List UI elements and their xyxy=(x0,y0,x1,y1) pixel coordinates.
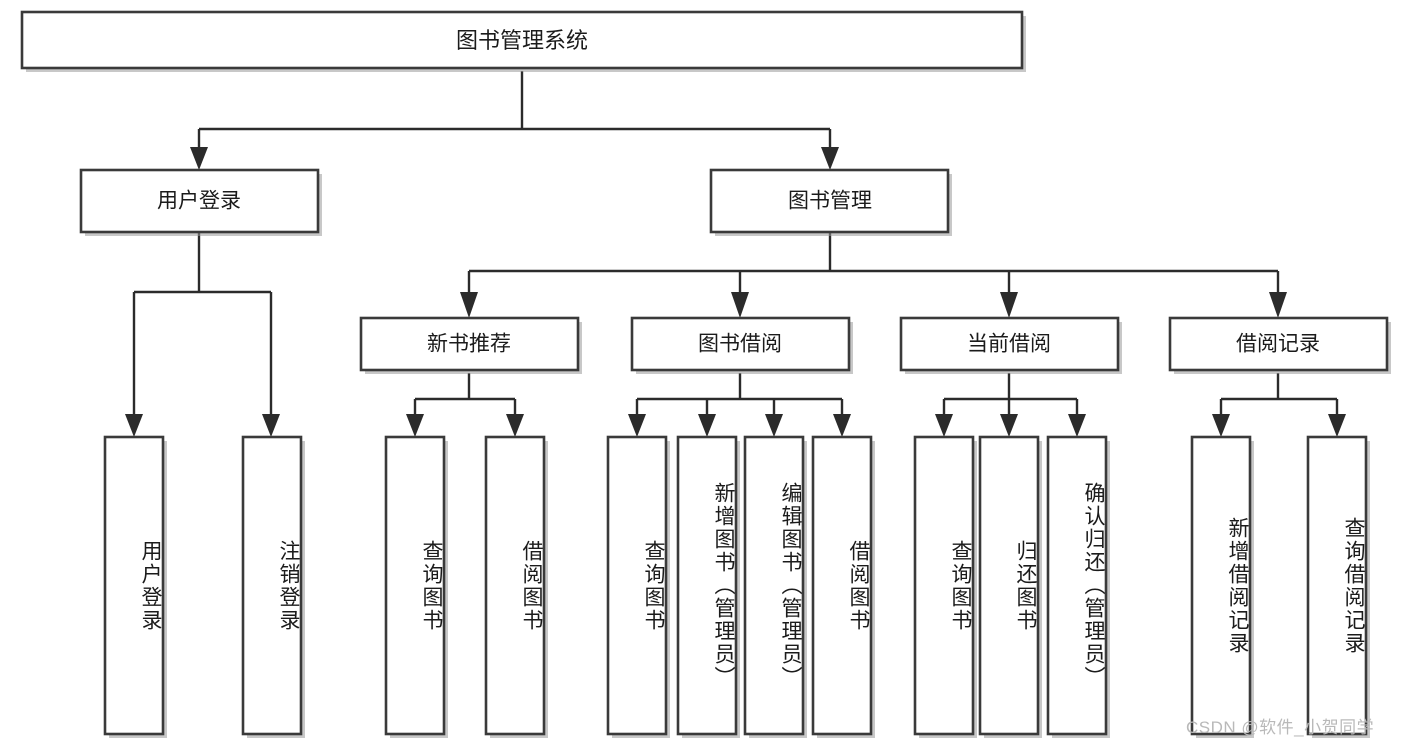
node-current-borrow-label: 当前借阅 xyxy=(967,333,1051,356)
node-leaf-confirm-return[interactable] xyxy=(1046,435,1110,738)
connectors-book-management-to-level2 xyxy=(460,233,1287,318)
node-new-book-recommend[interactable]: 新书推荐 xyxy=(359,316,582,374)
node-root-label: 图书管理系统 xyxy=(456,28,588,53)
node-leaf-query-book-2-box[interactable] xyxy=(606,435,668,736)
arrowhead-book-management xyxy=(821,147,839,170)
arrowhead-book-borrow xyxy=(731,292,749,318)
arrowhead-leaf-query-record xyxy=(1328,414,1346,437)
node-book-borrow-box[interactable] xyxy=(630,316,851,372)
node-leaf-confirm-return-box[interactable] xyxy=(1046,435,1108,736)
arrowhead-leaf-confirm-return xyxy=(1068,414,1086,437)
node-user-login-label: 用户登录 xyxy=(157,190,241,213)
arrowhead-leaf-edit-book xyxy=(765,414,783,437)
node-leaf-query-book-1[interactable] xyxy=(384,435,448,738)
node-new-book-recommend-label: 新书推荐 xyxy=(427,333,511,356)
node-leaf-query-record-box[interactable] xyxy=(1306,435,1368,736)
connectors-borrow-record-to-leaves xyxy=(1212,373,1346,437)
arrowhead-leaf-add-record xyxy=(1212,414,1230,437)
node-root-box[interactable] xyxy=(20,10,1024,70)
node-leaf-add-book[interactable] xyxy=(676,435,740,738)
node-borrow-record-box[interactable] xyxy=(1168,316,1389,372)
node-leaf-user-login-box[interactable] xyxy=(103,435,165,736)
node-leaf-query-book-3[interactable] xyxy=(913,435,977,738)
node-leaf-query-book-3-box[interactable] xyxy=(913,435,975,736)
arrowhead-leaf-logout-login xyxy=(262,414,280,437)
node-book-management-box[interactable] xyxy=(709,168,950,234)
node-borrow-record-label: 借阅记录 xyxy=(1236,333,1320,356)
node-book-borrow-label: 图书借阅 xyxy=(698,333,782,356)
arrowhead-current-borrow xyxy=(1000,292,1018,318)
node-book-management-label: 图书管理 xyxy=(788,190,872,213)
connectors-book-borrow-to-leaves xyxy=(628,373,851,437)
node-root[interactable]: 图书管理系统 xyxy=(20,10,1026,72)
connectors-new-book-recommend-to-leaves xyxy=(406,373,524,437)
node-book-management[interactable]: 图书管理 xyxy=(709,168,952,236)
node-leaf-edit-book-box[interactable] xyxy=(743,435,805,736)
node-leaf-query-book-1-box[interactable] xyxy=(384,435,446,736)
arrowhead-leaf-add-book xyxy=(698,414,716,437)
arrowhead-borrow-record xyxy=(1269,292,1287,318)
connectors-root-to-level1 xyxy=(190,71,839,170)
node-leaf-borrow-book-2[interactable] xyxy=(811,435,875,738)
arrowhead-leaf-query-book-3 xyxy=(935,414,953,437)
node-leaf-user-login[interactable] xyxy=(103,435,167,738)
node-leaf-logout-login-box[interactable] xyxy=(241,435,303,736)
node-current-borrow[interactable]: 当前借阅 xyxy=(899,316,1122,374)
arrowhead-leaf-user-login xyxy=(125,414,143,437)
node-leaf-borrow-book-1[interactable] xyxy=(484,435,548,738)
arrowhead-leaf-borrow-book-2 xyxy=(833,414,851,437)
node-borrow-record[interactable]: 借阅记录 xyxy=(1168,316,1391,374)
node-leaf-query-record[interactable] xyxy=(1306,435,1370,738)
arrowhead-leaf-borrow-book-1 xyxy=(506,414,524,437)
node-leaf-return-book[interactable] xyxy=(978,435,1042,738)
node-current-borrow-box[interactable] xyxy=(899,316,1120,372)
arrowhead-leaf-query-book-2 xyxy=(628,414,646,437)
node-user-login[interactable]: 用户登录 xyxy=(79,168,322,236)
node-new-book-recommend-box[interactable] xyxy=(359,316,580,372)
node-leaf-logout-login[interactable] xyxy=(241,435,305,738)
arrowhead-new-book-recommend xyxy=(460,292,478,318)
arrowhead-leaf-return-book xyxy=(1000,414,1018,437)
node-leaf-return-book-box[interactable] xyxy=(978,435,1040,736)
node-leaf-add-record-box[interactable] xyxy=(1190,435,1252,736)
node-leaf-add-book-box[interactable] xyxy=(676,435,738,736)
node-user-login-box[interactable] xyxy=(79,168,320,234)
connectors-user-login-to-leaves xyxy=(125,233,280,437)
watermark-text: CSDN @软件_小贺同学 xyxy=(1186,718,1375,737)
arrowhead-user-login xyxy=(190,147,208,170)
node-book-borrow[interactable]: 图书借阅 xyxy=(630,316,853,374)
node-leaf-query-book-2[interactable] xyxy=(606,435,670,738)
node-leaf-borrow-book-2-box[interactable] xyxy=(811,435,873,736)
node-leaf-borrow-book-1-box[interactable] xyxy=(484,435,546,736)
arrowhead-leaf-query-book-1 xyxy=(406,414,424,437)
node-leaf-add-record[interactable] xyxy=(1190,435,1254,738)
connectors-current-borrow-to-leaves xyxy=(935,373,1086,437)
node-leaf-edit-book[interactable] xyxy=(743,435,807,738)
